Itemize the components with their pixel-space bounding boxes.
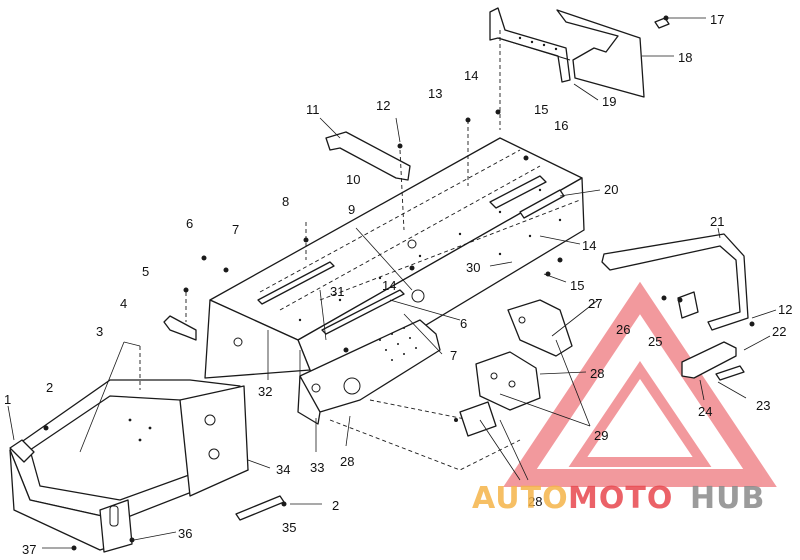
chassis-tunnel (204, 137, 585, 391)
callout-23: 23 (756, 398, 770, 413)
callout-28: 28 (340, 454, 354, 469)
callout-36: 36 (178, 526, 192, 541)
callout-2: 2 (46, 380, 53, 395)
callout-7: 7 (450, 348, 457, 363)
callout-3: 3 (96, 324, 103, 339)
bracket-4 (163, 315, 197, 341)
callout-12: 12 (778, 302, 792, 317)
callout-1: 1 (4, 392, 11, 407)
watermark-triangle-outer (503, 281, 777, 487)
callout-15: 15 (534, 102, 548, 117)
bracket-28-lower (459, 401, 497, 437)
callout-31: 31 (330, 284, 344, 299)
leader-lines (7, 17, 777, 549)
belly-pan (9, 379, 249, 553)
watermark-moto: MOTO (568, 481, 673, 516)
callout-6: 6 (186, 216, 193, 231)
rear-grab-bar (601, 233, 749, 331)
callout-22: 22 (772, 324, 786, 339)
callout-33: 33 (310, 460, 324, 475)
callout-35: 35 (282, 520, 296, 535)
callout-19: 19 (602, 94, 616, 109)
watermark-text: AUTO MOTO HUB (472, 481, 765, 516)
callout-14: 14 (382, 278, 396, 293)
callout-13: 13 (428, 86, 442, 101)
callout-34: 34 (276, 462, 290, 477)
bracket-29 (475, 351, 541, 411)
callout-28: 28 (528, 494, 542, 509)
bracket-27 (507, 299, 573, 357)
callout-2: 2 (332, 498, 339, 513)
callout-8: 8 (282, 194, 289, 209)
rivet-grid (379, 327, 417, 361)
strap-35 (235, 495, 285, 521)
callout-14: 14 (582, 238, 596, 253)
watermark-hub: HUB (690, 481, 765, 516)
callout-32: 32 (258, 384, 272, 399)
callout-10: 10 (346, 172, 360, 187)
callout-27: 27 (588, 296, 602, 311)
callout-14: 14 (464, 68, 478, 83)
callout-4: 4 (120, 296, 127, 311)
callout-15: 15 (570, 278, 584, 293)
callout-17: 17 (710, 12, 724, 27)
watermark-auto: AUTO (472, 481, 569, 516)
bracket-26 (677, 291, 699, 319)
alignment-lines (139, 30, 501, 390)
callout-37: 37 (22, 542, 36, 557)
callout-11: 11 (306, 102, 320, 117)
fasteners (43, 15, 755, 551)
callout-labels: 1 2 2 3 4 5 6 6 7 7 8 9 10 11 12 12 13 1… (4, 12, 792, 557)
callout-26: 26 (616, 322, 630, 337)
bracket-24 (681, 341, 745, 381)
callout-5: 5 (142, 264, 149, 279)
callout-24: 24 (698, 404, 712, 419)
callout-6: 6 (460, 316, 467, 331)
callout-30: 30 (466, 260, 480, 275)
callout-29: 29 (594, 428, 608, 443)
callout-16: 16 (554, 118, 568, 133)
callout-20: 20 (604, 182, 618, 197)
callout-9: 9 (348, 202, 355, 217)
bracket-11 (325, 131, 411, 181)
callout-21: 21 (710, 214, 724, 229)
rear-flap-assembly (489, 7, 670, 98)
watermark-logo (503, 281, 777, 487)
callout-18: 18 (678, 50, 692, 65)
callout-25: 25 (648, 334, 662, 349)
lower-front-frame (297, 319, 521, 471)
callout-12: 12 (376, 98, 390, 113)
watermark-triangle-inner (568, 361, 712, 467)
callout-28: 28 (590, 366, 604, 381)
callout-7: 7 (232, 222, 239, 237)
